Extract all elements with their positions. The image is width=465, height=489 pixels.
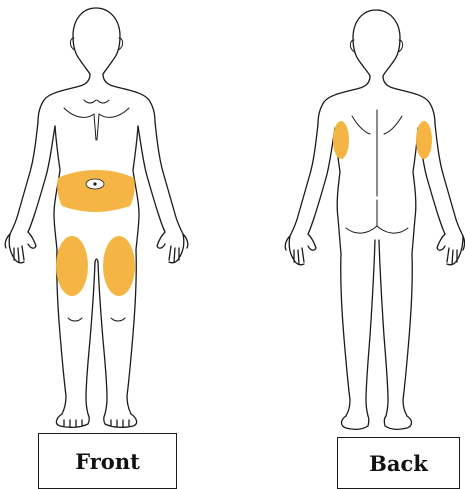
front-abdomen-injection-site: [57, 170, 135, 212]
back-right-foot: [384, 416, 411, 429]
front-body-figure: [5, 8, 188, 427]
front-left-foot: [56, 414, 89, 427]
back-label: Back: [369, 451, 428, 476]
back-left-hand: [285, 234, 316, 265]
front-left-hand: [5, 232, 36, 263]
front-label: Front: [75, 449, 140, 474]
front-knees: [68, 318, 125, 321]
front-left-shoulder: [38, 74, 90, 122]
front-chest-lines: [64, 100, 129, 140]
front-right-hand: [157, 232, 188, 263]
back-right-hand: [437, 234, 465, 265]
front-crotch: [95, 259, 98, 262]
back-label-box: Back: [337, 437, 460, 489]
front-right-leg-inner: [98, 262, 107, 414]
front-right-shoulder: [103, 74, 155, 122]
back-right-arm-injection-site: [416, 121, 432, 159]
back-body-figure: [285, 10, 464, 429]
back-left-shoulder: [318, 76, 370, 124]
back-buttocks: [346, 200, 408, 233]
front-navel-dot: [93, 182, 96, 185]
back-left-leg-outer: [341, 254, 350, 416]
back-right-leg-inner: [379, 240, 388, 416]
front-left-leg-inner: [86, 262, 95, 414]
back-left-leg-inner: [366, 240, 375, 416]
back-left-arm-injection-site: [333, 121, 349, 159]
front-left-thigh-injection-site: [56, 236, 88, 296]
back-right-shoulder: [383, 76, 435, 124]
front-label-box: Front: [38, 433, 177, 489]
front-right-thigh-injection-site: [103, 236, 135, 296]
back-head: [353, 10, 400, 76]
back-left-arm-inner: [308, 128, 335, 234]
back-right-leg-outer: [403, 254, 412, 416]
front-left-arm-inner: [28, 126, 55, 232]
front-right-arm-inner: [138, 126, 165, 232]
back-left-foot: [342, 416, 369, 429]
front-head: [73, 8, 120, 74]
front-right-foot: [104, 414, 137, 427]
